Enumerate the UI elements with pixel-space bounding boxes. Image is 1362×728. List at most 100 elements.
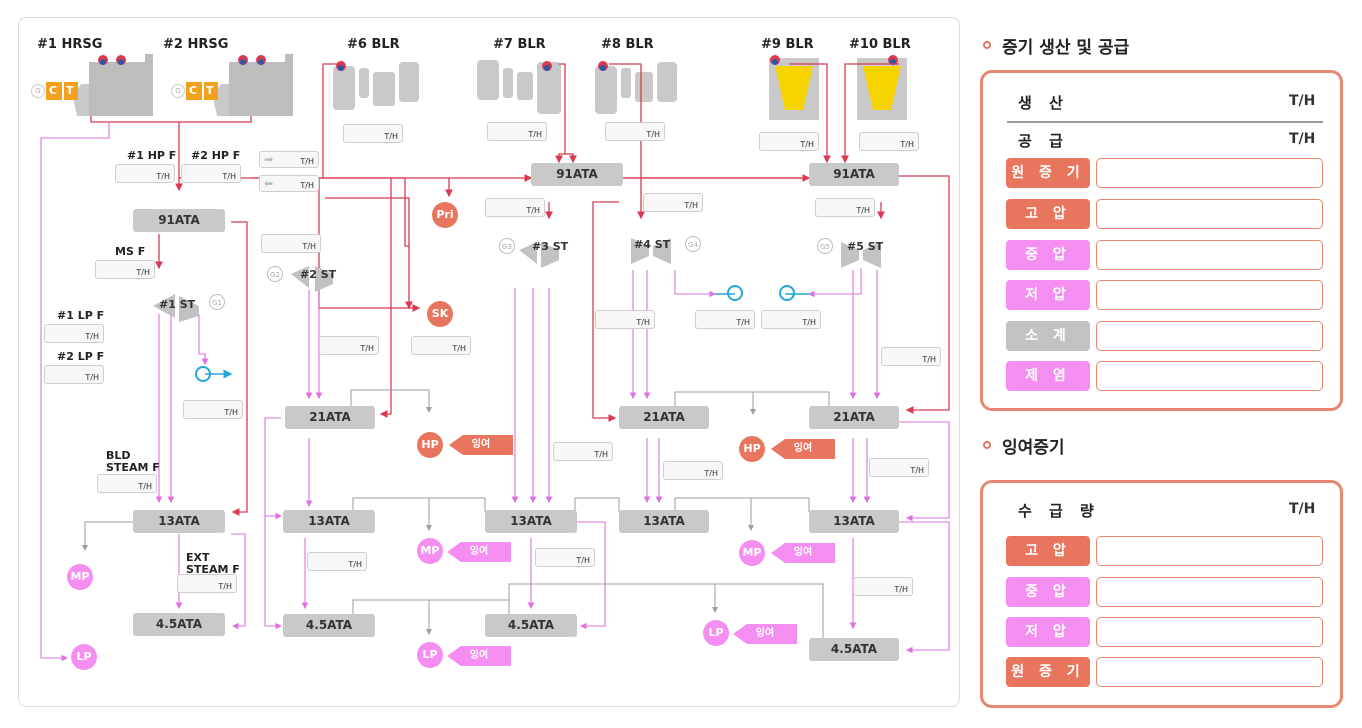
header-45ata-3: 4.5ATA: [485, 614, 577, 637]
st5-label: #5 ST: [847, 240, 884, 253]
row-subtotal-field[interactable]: [1096, 321, 1323, 351]
st5-extract-value: T/H: [881, 347, 941, 366]
row-raw-steam-tag: 원 증 기: [1006, 158, 1090, 188]
surplus-row-low-field[interactable]: [1096, 617, 1323, 647]
lp-circle-2: LP: [417, 642, 443, 668]
a13-5-value: T/H: [853, 577, 913, 596]
gt1-generator-icon: G: [31, 84, 45, 98]
surplus-row-medium-tag: 중 압: [1006, 577, 1090, 607]
section2-bullet-icon: [983, 441, 991, 449]
st5-inlet-value: T/H: [815, 198, 875, 217]
blr6-flow-value: T/H: [343, 124, 403, 143]
g3-generator-icon: G3: [499, 238, 515, 254]
st5-21ata-value: T/H: [869, 458, 929, 477]
st4-condenser-value: T/H: [695, 310, 755, 329]
condenser-lines: [205, 293, 809, 379]
row-low-pressure-tag: 저 압: [1006, 280, 1090, 310]
surplus-lp-tag-2: 잉여: [733, 624, 797, 644]
st1-condenser-icon: [195, 366, 211, 382]
gt2-generator-icon: G: [171, 84, 185, 98]
header-21ata-3: 21ATA: [809, 406, 899, 429]
header-21ata-1: 21ATA: [285, 406, 375, 429]
st1-label: #1 ST: [159, 298, 196, 311]
row-low-pressure-field[interactable]: [1096, 280, 1323, 310]
g4-generator-icon: G4: [685, 236, 701, 252]
header-13ata-1: 13ATA: [133, 510, 225, 533]
lp-steam-lines: [82, 389, 830, 638]
supply-unit: T/H: [1289, 131, 1316, 147]
blr7-drawing: [477, 60, 561, 114]
st2-extract-value: T/H: [319, 336, 379, 355]
pri-circle: Pri: [432, 202, 458, 228]
row-subtotal-tag: 소 계: [1006, 321, 1090, 351]
st3-inlet-value: T/H: [485, 198, 545, 217]
production-label: 생 산: [1018, 94, 1069, 112]
supply-demand-label: 수 급 량: [1018, 502, 1100, 520]
supply-demand-unit: T/H: [1289, 501, 1316, 517]
mp-steam-lines: [40, 122, 950, 662]
blr8-label: #8 BLR: [601, 37, 654, 52]
blr9-flow-value: T/H: [759, 132, 819, 151]
bld-flow-value: T/H: [97, 474, 157, 493]
row-medium-pressure-field[interactable]: [1096, 240, 1323, 270]
surplus-row-high-tag: 고 압: [1006, 536, 1090, 566]
gt2-compressor-label: C: [189, 84, 198, 97]
header-45ata-1: 4.5ATA: [133, 613, 225, 636]
g1-generator-icon: G1: [209, 294, 225, 310]
st3-extract-value: T/H: [553, 442, 613, 461]
header-45ata-4: 4.5ATA: [809, 638, 899, 661]
header-91ata-1: 91ATA: [133, 209, 225, 232]
bld-flow-label: BLD: [106, 449, 131, 462]
production-supply-panel: 생 산 T/H 공 급 T/H 원 증 기 고 압 중 압 저 압 소 계 제 …: [980, 70, 1343, 411]
row-high-pressure-tag: 고 압: [1006, 199, 1090, 229]
row-raw-steam-field[interactable]: [1096, 158, 1323, 188]
st5-condenser-icon: [779, 285, 795, 301]
header-45ata-2: 4.5ATA: [283, 614, 375, 637]
mp-circle-3: MP: [67, 564, 93, 590]
ms-flow-label: MS F: [115, 245, 146, 258]
hp1-flow-value: T/H: [115, 164, 175, 183]
hp-circle-2: HP: [739, 436, 765, 462]
transfer-in-value: ➡T/H: [259, 151, 319, 168]
row-high-pressure-field[interactable]: [1096, 199, 1323, 229]
surplus-lp-tag-1: 잉여: [447, 646, 511, 666]
blr10-drawing: [857, 55, 907, 120]
st4-condenser-icon: [727, 285, 743, 301]
ext-flow-label: EXT: [186, 551, 210, 564]
hp-steam-lines: [90, 63, 950, 516]
production-unit: T/H: [1289, 93, 1316, 109]
mp-circle-2: MP: [739, 540, 765, 566]
st4-label: #4 ST: [634, 238, 671, 251]
pipe-network: [40, 54, 950, 662]
sk-flow-value: T/H: [411, 336, 471, 355]
surplus-row-high-field[interactable]: [1096, 536, 1323, 566]
hrsg2-label: #2 HRSG: [163, 37, 229, 52]
hrsg2-drawing: [186, 54, 293, 116]
surplus-mp-tag-2: 잉여: [771, 543, 835, 563]
transfer-out-value: ⬅T/H: [259, 175, 319, 192]
row-desalination-field[interactable]: [1096, 361, 1323, 391]
st5-condenser-value: T/H: [761, 310, 821, 329]
blr6-drawing: [333, 61, 419, 110]
a13-3-value: T/H: [535, 548, 595, 567]
g5-generator-icon: G5: [817, 238, 833, 254]
blr8-flow-value: T/H: [605, 122, 665, 141]
blr10-label: #10 BLR: [849, 37, 911, 52]
supply-label: 공 급: [1018, 132, 1069, 150]
hp-circle-1: HP: [417, 432, 443, 458]
lp1-flow-label: #1 LP F: [57, 309, 105, 322]
st1-condenser-value: T/H: [183, 400, 243, 419]
header-13ata-3: 13ATA: [485, 510, 577, 533]
lp2-flow-value: T/H: [44, 365, 104, 384]
lp1-flow-value: T/H: [44, 324, 104, 343]
blr7-label: #7 BLR: [493, 37, 546, 52]
blr6-label: #6 BLR: [347, 37, 400, 52]
gt2-turbine-label: T: [206, 84, 214, 97]
gt1-turbine-label: T: [66, 84, 74, 97]
section2-title: 잉여증기: [1002, 438, 1065, 458]
panel-divider: [1007, 121, 1323, 123]
ext-flow-value: T/H: [177, 574, 237, 593]
surplus-row-raw-field[interactable]: [1096, 657, 1323, 687]
ms-flow-value: T/H: [95, 260, 155, 279]
surplus-row-medium-field[interactable]: [1096, 577, 1323, 607]
